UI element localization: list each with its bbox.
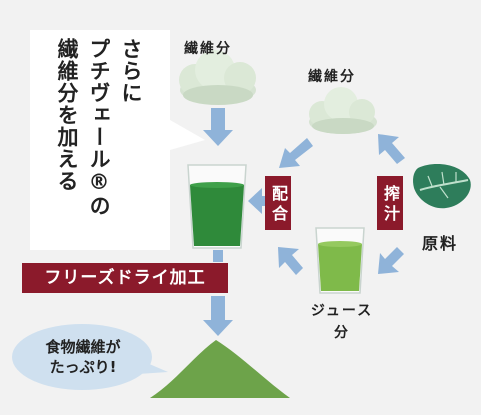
arrow-glass-to-powder bbox=[203, 296, 233, 336]
raw-label: 原料 bbox=[422, 234, 459, 253]
freeze-dry-label: フリーズドライ加工 bbox=[22, 263, 228, 293]
arrow-mix-to-glass bbox=[248, 188, 275, 214]
juice-glass-icon bbox=[315, 227, 365, 294]
flow-arrows bbox=[203, 108, 405, 336]
callout-line-1: さらに bbox=[119, 38, 143, 104]
mixed-juice-glass-icon bbox=[187, 164, 247, 249]
mix-label: 配合 bbox=[265, 176, 291, 230]
kale-leaf-icon bbox=[413, 164, 471, 209]
powder-mound-icon bbox=[150, 340, 290, 398]
arrow-raw-to-cloud bbox=[378, 134, 405, 164]
fiber-right-label: 繊維分 bbox=[308, 69, 356, 85]
squeeze-label: 搾汁 bbox=[377, 176, 403, 230]
arrow-raw-to-juice bbox=[378, 247, 404, 274]
fiber-cloud-top-icon bbox=[179, 50, 256, 105]
arrow-glass-to-process bbox=[213, 250, 223, 262]
callout-box bbox=[30, 30, 205, 250]
result-bubble-shape bbox=[12, 324, 168, 390]
result-line-2: たっぷり! bbox=[49, 358, 117, 376]
callout-line-2: プチヴェール®の bbox=[87, 38, 111, 217]
juice-label: ジュース分 bbox=[310, 303, 374, 341]
arrow-juice-to-mix bbox=[278, 247, 303, 275]
callout-line-3: 繊維分を加える bbox=[55, 38, 79, 192]
fiber-cloud-right-icon bbox=[309, 87, 377, 134]
arrow-cloud-to-mix bbox=[279, 138, 313, 168]
callout-text: さらに プチヴェール®の 繊維分を加える bbox=[51, 38, 147, 243]
result-line-1: 食物繊維が bbox=[45, 338, 121, 356]
arrow-cloud-to-glass bbox=[203, 108, 233, 146]
result-bubble-text: 食物繊維が たっぷり! bbox=[22, 337, 144, 377]
fiber-top-label: 繊維分 bbox=[184, 41, 232, 57]
